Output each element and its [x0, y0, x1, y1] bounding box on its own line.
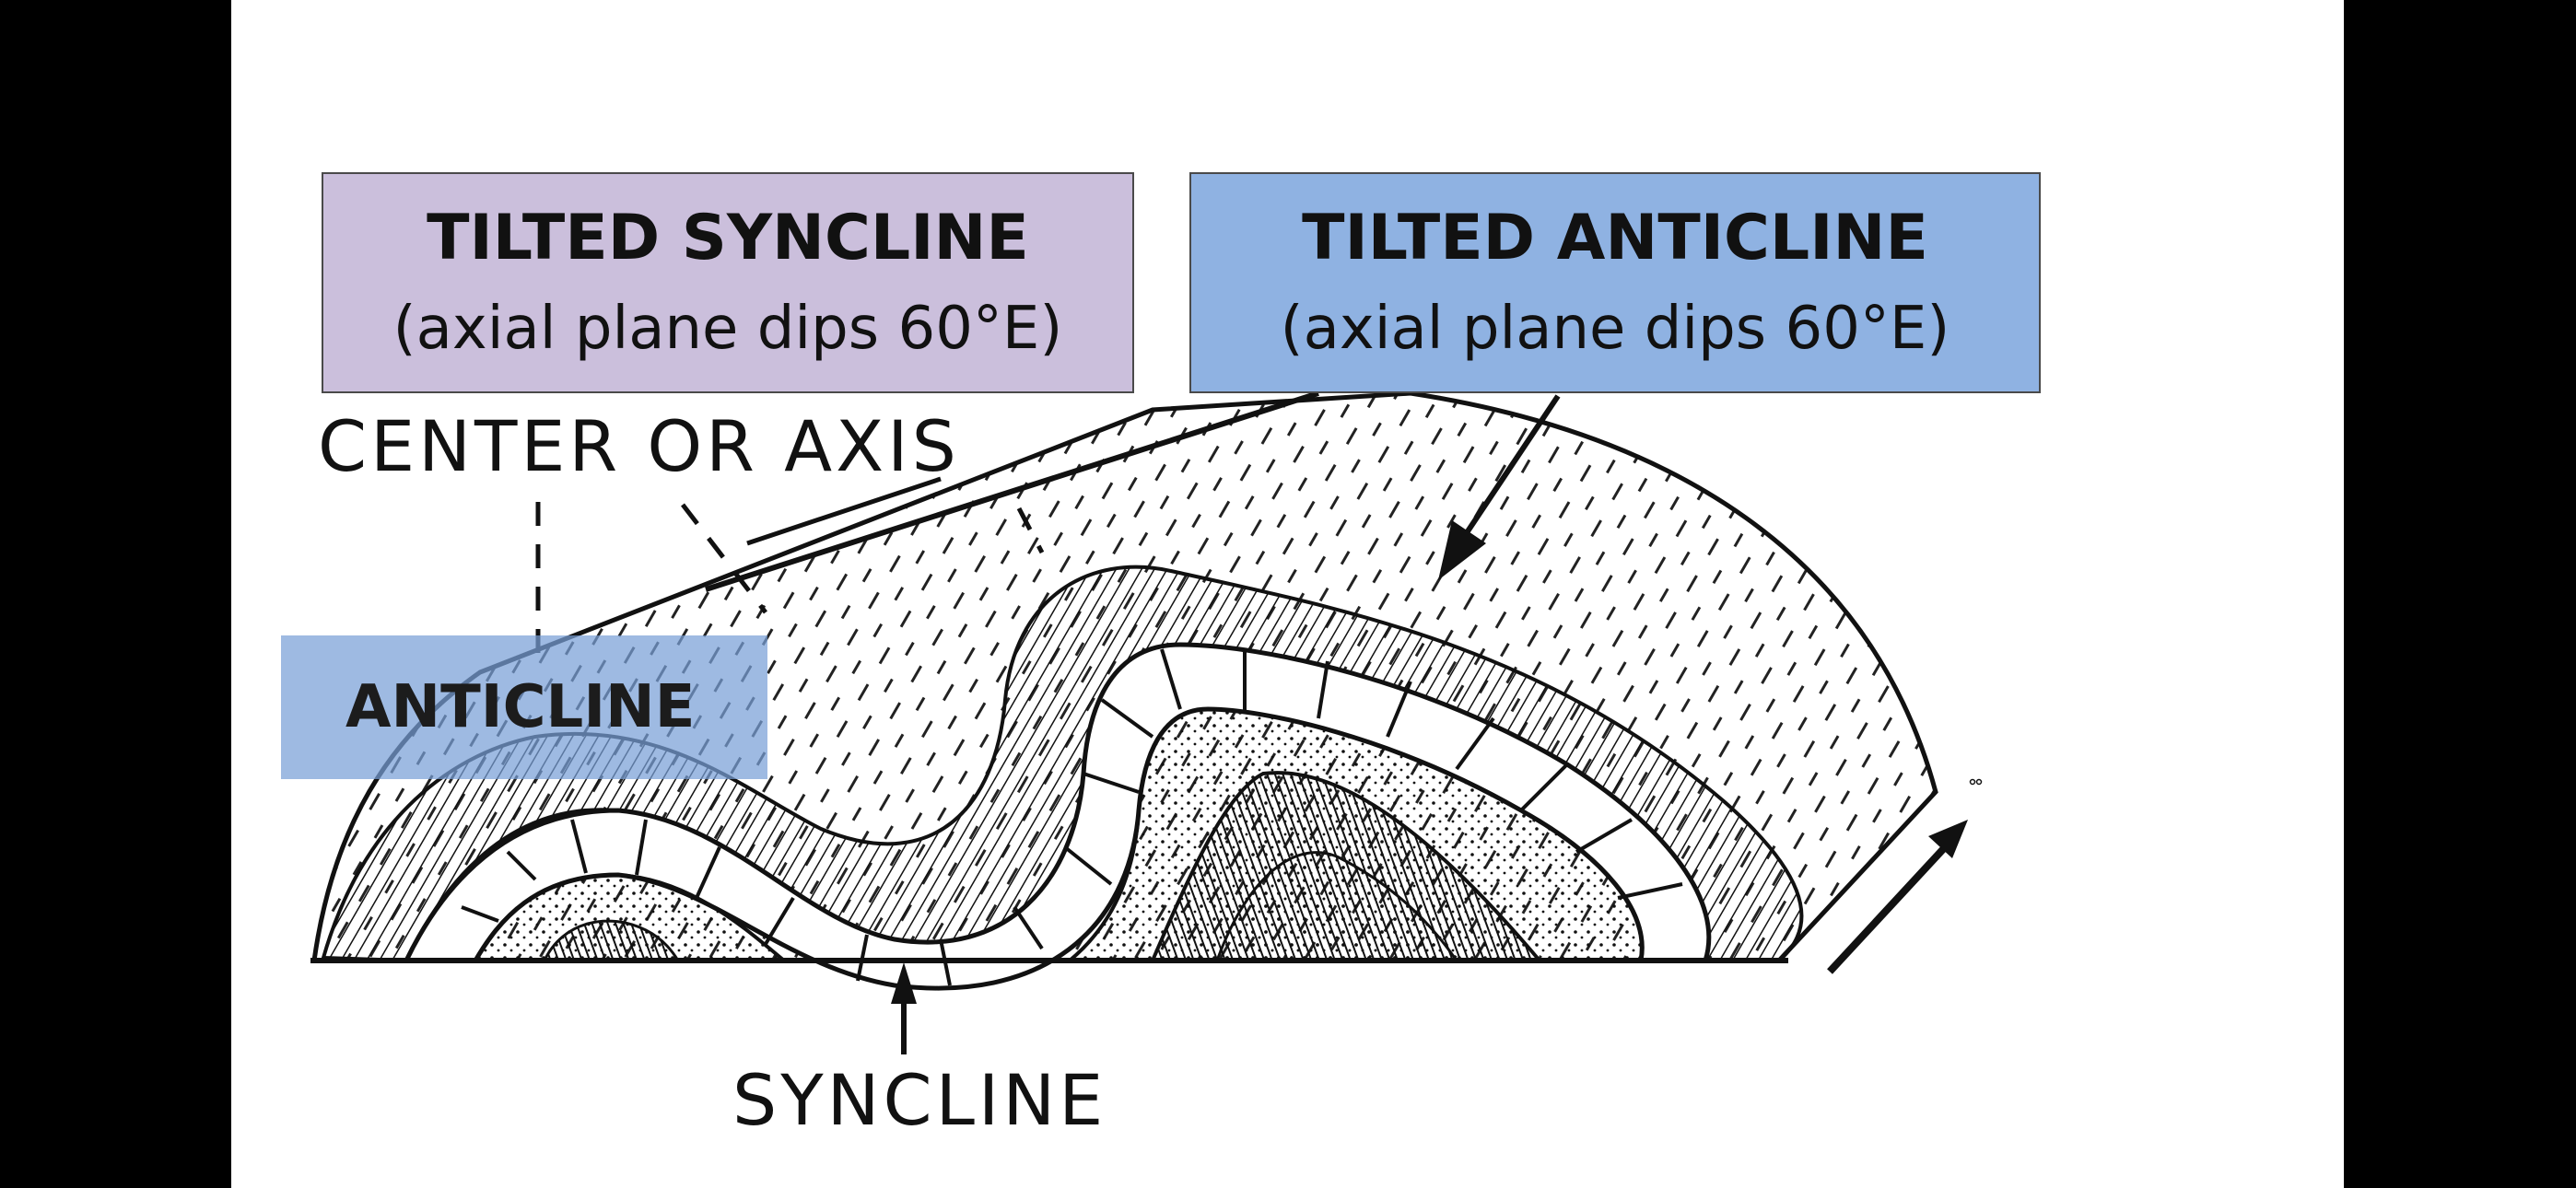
tilted-syncline-title: TILTED SYNCLINE [427, 202, 1029, 274]
brick-joints [461, 648, 1683, 986]
tilted-anticline-title: TILTED ANTICLINE [1302, 202, 1928, 274]
tilted-syncline-subtitle: (axial plane dips 60°E) [392, 295, 1063, 363]
fold-block-diagram [310, 390, 1983, 1054]
anticline-box: ANTICLINE [281, 635, 767, 779]
tilted-anticline-subtitle: (axial plane dips 60°E) [1280, 295, 1950, 363]
layer-dotted-left [472, 872, 790, 962]
slide: TILTED SYNCLINE (axial plane dips 60°E) … [231, 0, 2344, 1188]
anticline-label: ANTICLINE [345, 673, 696, 741]
center-or-axis-caption: CENTER OR AXIS [318, 405, 960, 487]
direction-arrow [1827, 778, 1983, 974]
syncline-caption: SYNCLINE [732, 1059, 1107, 1141]
syncline-arrow [891, 962, 917, 1054]
tilted-anticline-box: TILTED ANTICLINE (axial plane dips 60°E) [1189, 172, 2041, 393]
tilted-syncline-box: TILTED SYNCLINE (axial plane dips 60°E) [322, 172, 1134, 393]
anticline-arrow [1438, 394, 1561, 580]
